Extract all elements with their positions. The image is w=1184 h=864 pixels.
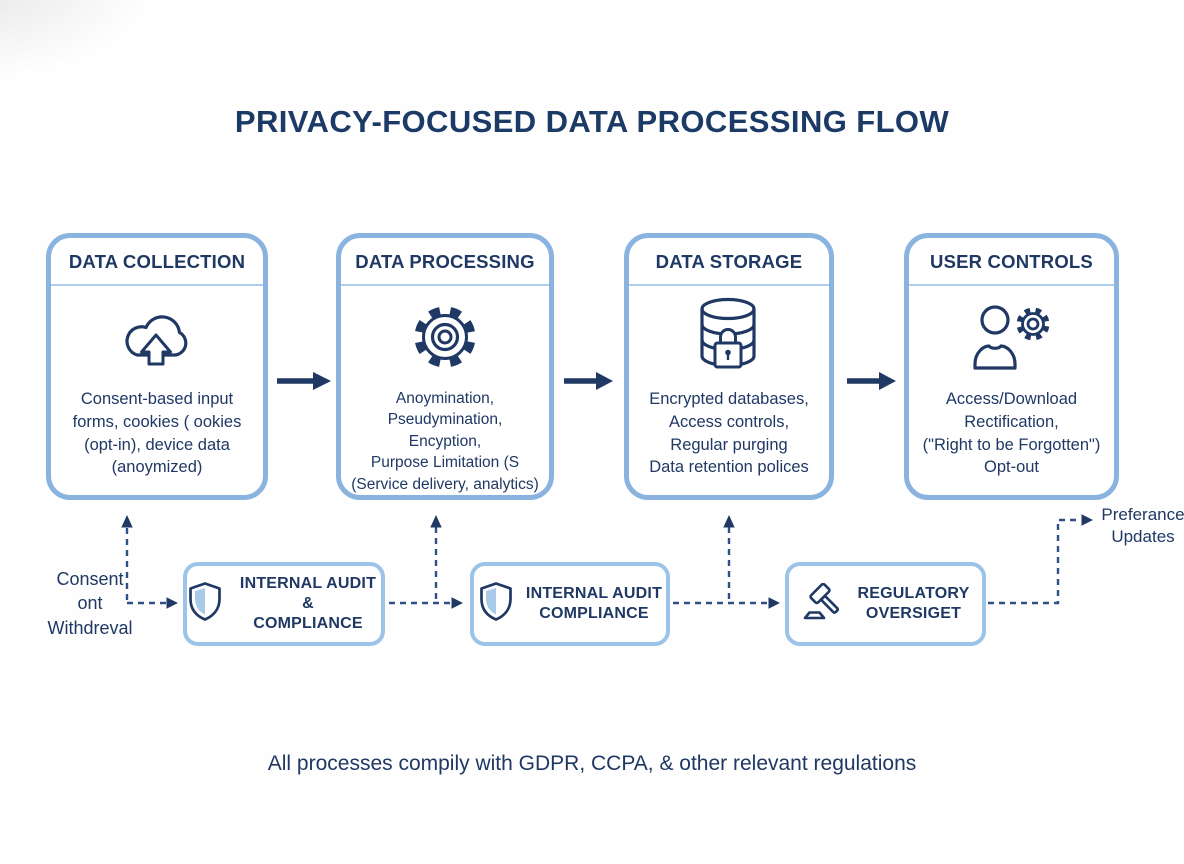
stage-header: DATA STORAGE (655, 251, 803, 272)
audit-box-label: INTERNAL AUDIT & COMPLIANCE (239, 575, 377, 632)
consent-withdrawal-label: Consent ont Withdreval (47, 569, 133, 638)
user-gear-icon (909, 286, 1114, 388)
stage-data-collection: DATA COLLECTION Consent-based input form… (46, 233, 268, 500)
database-lock-icon (629, 286, 829, 388)
shield-icon (478, 581, 514, 628)
stage-data-processing: DATA PROCESSING Anoymination, Pseudymina… (336, 233, 554, 500)
audit-box-internal-audit-compliance-2: INTERNAL AUDIT COMPLIANCE (470, 562, 670, 646)
shield-icon (187, 581, 223, 628)
header-divider (629, 284, 829, 286)
stage-data-storage: DATA STORAGE Encrypted databases, Access… (624, 233, 834, 500)
header-divider (909, 284, 1114, 286)
audit-box-regulatory-oversight: REGULATORY OVERSIGET (785, 562, 986, 646)
stage-header: DATA COLLECTION (68, 251, 246, 272)
header-divider (51, 284, 263, 286)
page-title: PRIVACY-FOCUSED DATA PROCESSING FLOW (234, 104, 950, 139)
audit-box-internal-audit-compliance-1: INTERNAL AUDIT & COMPLIANCE (183, 562, 385, 646)
header-divider (341, 284, 549, 286)
audit-box-label: REGULATORY OVERSIGET (857, 585, 970, 622)
gavel-icon (802, 582, 846, 626)
stage-body: Consent-based input forms, cookies ( ook… (72, 390, 242, 477)
stage-header: DATA PROCESSING (355, 251, 535, 272)
gear-icon (341, 286, 549, 388)
stage-body: Encrypted databases, Access controls, Re… (649, 390, 809, 477)
stage-body: Access/Download Rectification, ("Right t… (922, 390, 1101, 477)
cloud-upload-icon (51, 286, 263, 388)
stage-header: USER CONTROLS (930, 251, 1093, 272)
preference-updates-label: Preferance Updates (1101, 505, 1184, 547)
compliance-footnote: All processes compily with GDPR, CCPA, &… (267, 752, 917, 775)
stage-body: Anoymination, Pseudymination, Encyption,… (351, 390, 539, 493)
audit-box-label: INTERNAL AUDIT COMPLIANCE (525, 585, 663, 622)
stage-user-controls: USER CONTROLS Access/Download Rectificat… (904, 233, 1119, 500)
